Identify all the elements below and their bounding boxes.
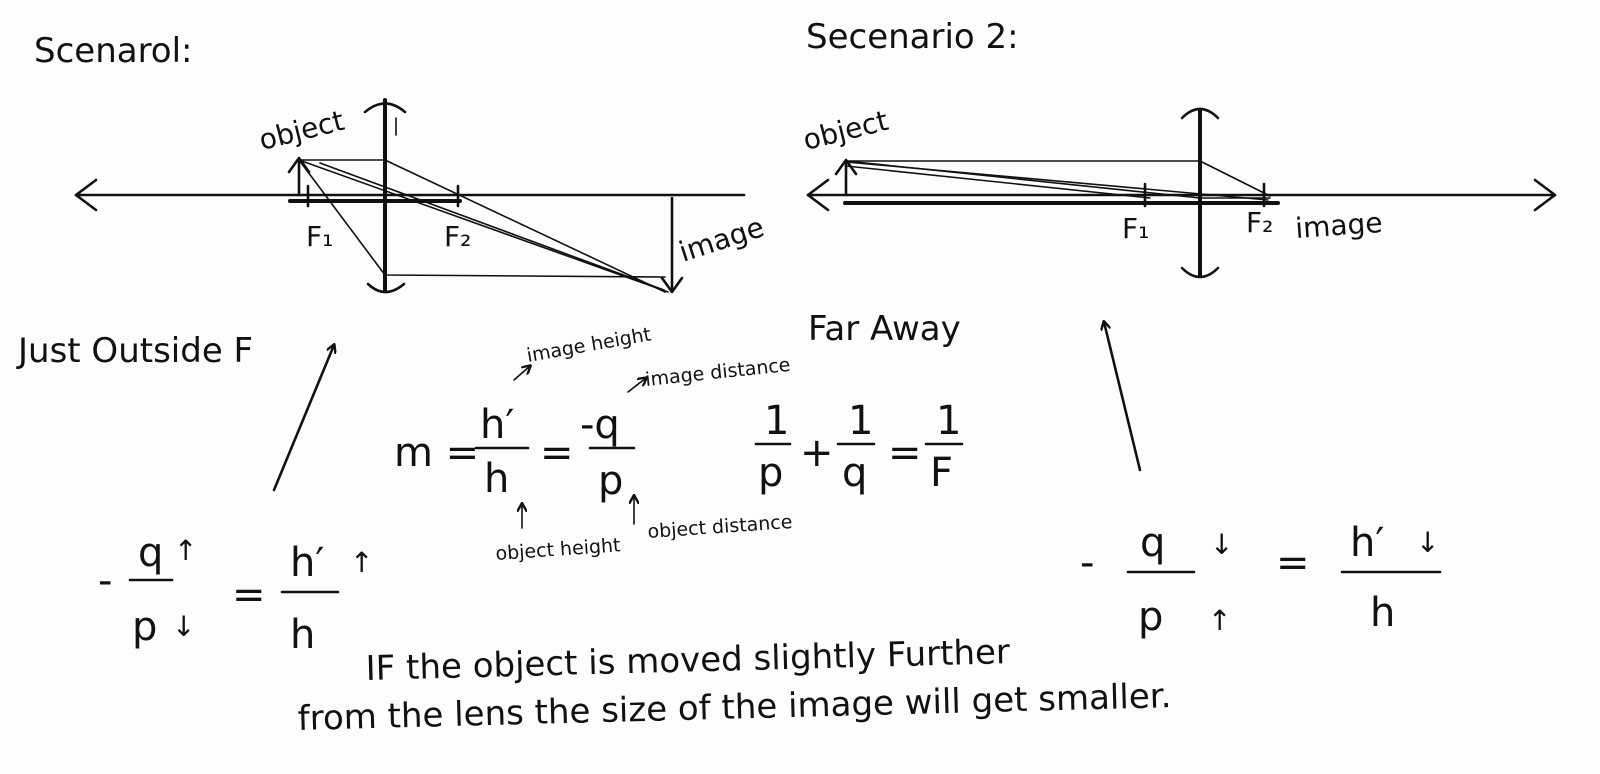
lens-eq-equals: =	[888, 430, 922, 476]
magnification-lhs: m =	[394, 430, 479, 476]
scenario2-object-label: object	[800, 104, 892, 157]
scenario1-title: Scenarol:	[34, 31, 193, 71]
conclusion-group: IF the object is moved slightly Further …	[297, 632, 1172, 739]
scenario2-axis-left-arrowhead	[806, 178, 830, 212]
lens-eq-p: p	[758, 450, 783, 496]
relation1-h-prime: h′	[290, 540, 324, 586]
scenario2-ray-extra	[845, 165, 1151, 199]
scenario2-f2-label: F₂	[1246, 206, 1273, 239]
relation2-h: h	[1370, 590, 1395, 636]
scenario2-group: Secenario 2: F₁ F₂ image object Far Away	[800, 17, 1557, 472]
scenario1-axis-arrowhead	[74, 178, 98, 212]
scenario1-ray-center	[298, 159, 669, 293]
image-height-note-arrow	[513, 366, 530, 381]
scenario2-object-arrowhead	[834, 158, 858, 176]
formula-equals-1: =	[540, 430, 574, 476]
relation2-p-arrow: ↑	[1208, 604, 1231, 637]
relation2-h-prime: h′	[1350, 520, 1384, 566]
scenario1-image-arrowhead	[660, 276, 684, 294]
formula-h: h	[484, 456, 509, 502]
scenario1-object-arrowhead	[287, 156, 311, 174]
formula-group: m = h′ h = -q p 1 p + 1 q = 1 F image he…	[394, 323, 964, 565]
relation1-equals: =	[232, 572, 266, 618]
relation2-q: q	[1140, 520, 1165, 566]
image-distance-note: image distance	[644, 354, 791, 391]
relation2-p: p	[1138, 594, 1163, 640]
scenario2-ray-focal	[845, 160, 1271, 199]
conclusion-line1: IF the object is moved slightly Further	[365, 632, 1010, 689]
formula-minus-q: -q	[580, 402, 620, 448]
scenario1-group: Scenarol: F₁ F₂ object image Just Outsid…	[16, 31, 768, 492]
relation1-q: q	[138, 530, 163, 576]
object-height-note: object height	[495, 534, 621, 565]
scenario1-object-label: object	[256, 104, 348, 157]
scenario1-lens-bottom-cap	[366, 282, 406, 294]
image-height-note: image height	[525, 323, 653, 367]
relation2-h-arrow: ↓	[1416, 526, 1439, 559]
scenario2-lens-bottom-cap	[1180, 266, 1220, 279]
scenario2-ray-center	[845, 161, 1269, 201]
lens-eq-one-3: 1	[936, 398, 961, 444]
relation1-h-arrow: ↑	[350, 546, 373, 579]
relation1-minus: -	[98, 558, 112, 604]
scenario1-lens-top-cap	[363, 102, 407, 114]
formula-p: p	[598, 458, 623, 504]
lens-eq-plus: +	[800, 430, 834, 476]
lens-eq-q: q	[842, 450, 867, 496]
relation2-equals: =	[1276, 540, 1310, 586]
relation1-h: h	[290, 612, 315, 658]
scenario2-caption: Far Away	[808, 309, 961, 349]
scenario2-pointer-arrow	[1104, 322, 1142, 472]
scenario2-title: Secenario 2:	[806, 17, 1019, 57]
scenario1-ray-parallel	[298, 159, 666, 293]
scenario2-image-label: image	[1294, 206, 1383, 245]
relation2-q-arrow: ↓	[1210, 528, 1233, 561]
scenario1-image-label: image	[675, 210, 768, 268]
scenario2-lens-top-cap	[1180, 107, 1220, 120]
relation2-group: - q ↓ p ↑ = h′ ↓ h	[1080, 520, 1442, 640]
image-distance-note-arrow	[627, 378, 646, 393]
relation1-p: p	[132, 604, 157, 650]
scenario1-ray-focal	[298, 159, 666, 278]
lens-eq-f: F	[930, 450, 953, 496]
formula-h-prime: h′	[480, 402, 514, 448]
relation1-p-arrow: ↓	[172, 610, 195, 643]
lens-eq-one-1: 1	[764, 398, 789, 444]
scenario2-ray-parallel	[845, 160, 1271, 197]
scenario1-f2-label: F₂	[444, 220, 471, 253]
relation1-q-arrow: ↑	[174, 534, 197, 567]
object-distance-note: object distance	[647, 511, 793, 543]
scenario1-f1-label: F₁	[306, 220, 333, 253]
scenario2-axis-right-arrowhead	[1533, 178, 1557, 212]
lens-eq-one-2: 1	[848, 398, 873, 444]
scenario1-caption: Just Outside F	[16, 331, 253, 371]
relation1-group: - q ↑ p ↓ = h′ ↑ h	[98, 530, 373, 658]
relation2-minus: -	[1080, 540, 1094, 586]
scenario1-ray-center-2	[319, 162, 665, 291]
scenario2-f1-label: F₁	[1122, 212, 1149, 245]
scenario1-pointer-arrow	[272, 345, 334, 492]
